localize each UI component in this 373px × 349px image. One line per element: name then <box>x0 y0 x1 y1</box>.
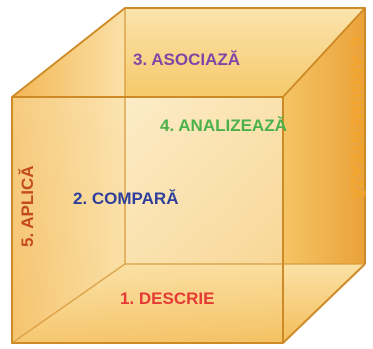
front-edges <box>11 7 366 344</box>
label-analyze: 4. ANALIZEAZĂ <box>160 116 287 135</box>
label-associate: 3. ASOCIAZĂ <box>133 50 241 69</box>
front-face <box>12 97 283 343</box>
right-face <box>283 8 365 343</box>
label-describe: 1. DESCRIE <box>120 289 215 308</box>
back-edges <box>11 8 365 344</box>
label-argue: 6. ARGUMENTEAZĂ <box>347 37 366 200</box>
label-apply: 5. APLICĂ <box>18 165 37 247</box>
label-compare: 2. COMPARĂ <box>73 189 179 208</box>
